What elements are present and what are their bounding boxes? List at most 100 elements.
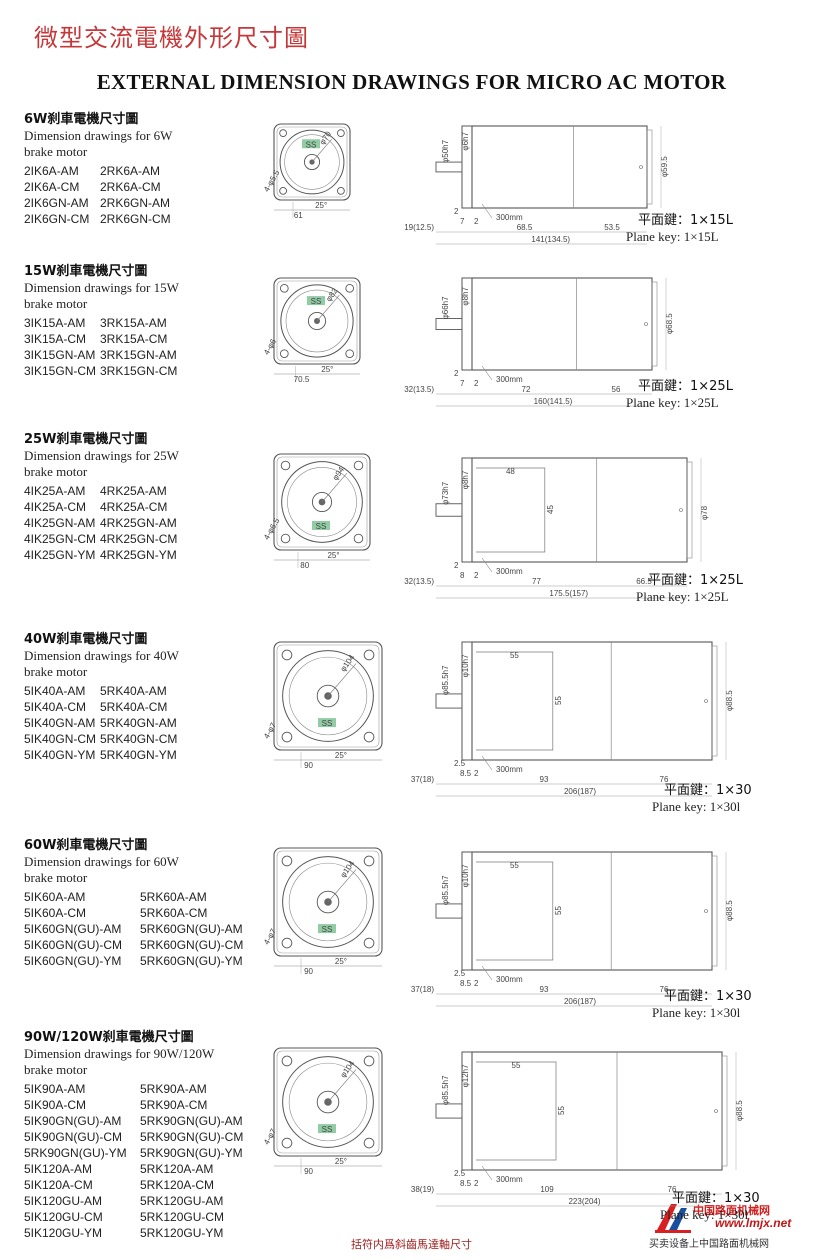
- shaft-dia-label: φ6h7: [461, 132, 470, 151]
- body-circle: [280, 284, 354, 358]
- flange-outline: [273, 277, 361, 365]
- total-length-label: 175.5(157): [549, 589, 588, 598]
- model-number: 4IK25A-CM: [24, 500, 87, 514]
- shaft-boss: [311, 491, 333, 513]
- length-b-label: 66.5: [636, 577, 652, 586]
- pcd-leader: [311, 139, 332, 163]
- model-number: 5RK60GN(GU)-YM: [140, 954, 243, 968]
- motor-body: [471, 641, 713, 761]
- pcd-leader: [327, 1069, 357, 1103]
- model-number: 4IK25GN-CM: [24, 532, 97, 546]
- mount-hole-icon: [280, 533, 291, 544]
- mount-hole-icon: [281, 937, 293, 949]
- section-description: Dimension drawings for 40W: [24, 648, 179, 663]
- length-b-label: 76: [660, 985, 669, 994]
- pilot-dia-label: φ50h7: [441, 139, 450, 163]
- body-dia-label: φ88.5: [725, 690, 734, 711]
- mount-hole-icon: [279, 349, 289, 358]
- pilot-dia-label: φ66h7: [441, 296, 450, 320]
- plane-key-en: Plane key: 1×30l: [660, 1207, 749, 1222]
- model-number: 5IK90GN(GU)-CM: [24, 1130, 123, 1144]
- bracket-outline: [476, 861, 554, 961]
- screw-icon: [639, 165, 643, 169]
- model-number: 5IK60GN(GU)-AM: [24, 922, 122, 936]
- pilot-circle: [288, 1062, 368, 1142]
- model-number: 3IK15A-AM: [24, 316, 86, 330]
- length-a-label: 72: [522, 385, 531, 394]
- section-description: Dimension drawings for 90W/120W: [24, 1046, 215, 1061]
- length-a-label: 93: [540, 985, 549, 994]
- model-number: 5RK120GU-AM: [140, 1194, 224, 1208]
- hole-label: 4-φ7: [262, 721, 278, 740]
- model-number: 2RK6GN-CM: [100, 212, 171, 226]
- model-number: 5IK40GN-AM: [24, 716, 96, 730]
- watermark-url[interactable]: www.lmjx.net: [715, 1216, 792, 1230]
- ss-mark-text: SS: [322, 1125, 333, 1134]
- model-number: 5RK60GN(GU)-AM: [140, 922, 243, 936]
- model-number: 4RK25GN-YM: [100, 548, 177, 562]
- model-number: 5RK90GN(GU)-YM: [140, 1146, 243, 1160]
- ss-mark-text: SS: [316, 522, 327, 531]
- pcd-label: φ104: [338, 859, 356, 880]
- screw-icon: [704, 699, 708, 703]
- end-cap: [646, 129, 653, 205]
- screw-icon: [644, 322, 648, 326]
- model-number: 5RK90A-CM: [140, 1098, 208, 1112]
- model-number: 5IK90A-CM: [24, 1098, 87, 1112]
- section-description: Dimension drawings for 15W: [24, 280, 179, 295]
- model-number: 5RK40GN-CM: [100, 732, 178, 746]
- section-description: brake motor: [24, 144, 88, 159]
- total-length-label: 206(187): [564, 787, 596, 796]
- mount-hole-icon: [281, 855, 293, 867]
- lead-wire-icon: [481, 755, 493, 771]
- mount-hole-icon: [279, 283, 289, 293]
- shaft-length-label: 38(19): [411, 1185, 434, 1194]
- section-description: brake motor: [24, 296, 88, 311]
- section-title: 40W刹車電機尺寸圖: [24, 632, 148, 647]
- hole-label: 4-φ7: [262, 927, 278, 946]
- model-number: 3IK15GN-CM: [24, 364, 97, 378]
- dim-d1-label: 2.5: [454, 969, 466, 978]
- shaft-length-label: 37(18): [411, 775, 434, 784]
- lead-length-label: 300mm: [496, 765, 523, 774]
- model-number: 5IK120GU-AM: [24, 1194, 103, 1208]
- model-number: 3IK15A-CM: [24, 332, 87, 346]
- model-number: 5RK90GN(GU)-CM: [140, 1130, 244, 1144]
- dim-d1-label: 2: [454, 207, 459, 216]
- shaft-boss: [316, 684, 340, 708]
- end-cap: [686, 461, 693, 559]
- hole-label: 4-φ7: [262, 1127, 278, 1146]
- section-description: Dimension drawings for 25W: [24, 448, 179, 463]
- lead-length-label: 300mm: [496, 567, 523, 576]
- model-number: 5IK60A-CM: [24, 906, 87, 920]
- angle-label: 25°: [335, 751, 347, 760]
- model-number: 2RK6GN-AM: [100, 196, 171, 210]
- mount-hole-icon: [363, 649, 375, 661]
- shaft-dia-label: φ10h7: [461, 864, 470, 888]
- mount-hole-icon: [353, 460, 364, 471]
- mount-hole-icon: [281, 649, 293, 661]
- model-number: 5IK40A-AM: [24, 684, 86, 698]
- length-a-label: 109: [540, 1185, 554, 1194]
- shaft-dia-label: φ10h7: [461, 654, 470, 678]
- body-circle: [282, 856, 374, 948]
- mount-hole-icon: [281, 1055, 293, 1067]
- pcd-leader: [321, 473, 348, 503]
